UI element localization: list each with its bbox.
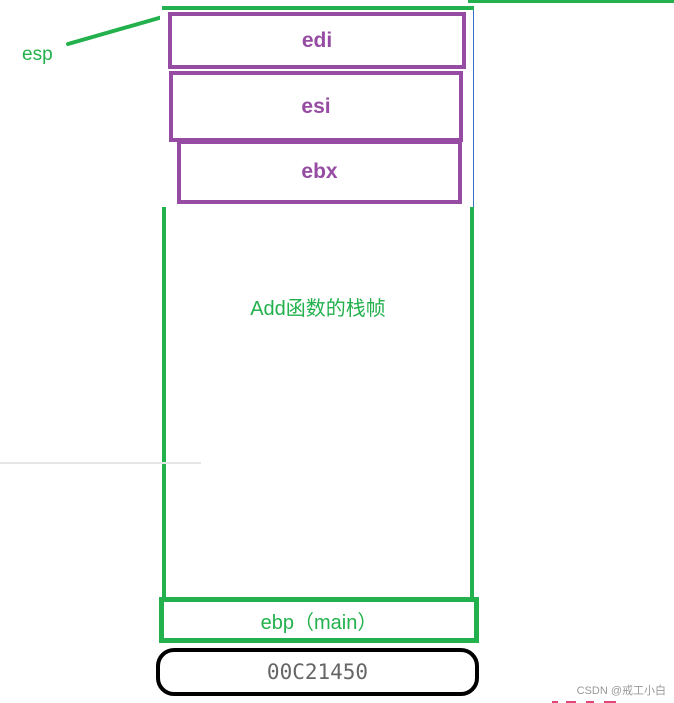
ebp-main-label: ebp（main） (260, 611, 378, 634)
register-ebx-box: ebx (177, 140, 462, 204)
ebp-main-box: ebp（main） (159, 597, 479, 643)
esp-pointer-line (66, 14, 168, 46)
esp-label: esp (22, 44, 53, 65)
register-edi-box: edi (168, 12, 466, 69)
return-value-box: 00C21450 (156, 648, 479, 696)
top-edge-line (468, 0, 674, 3)
frame-gap-left (160, 10, 168, 207)
watermark: CSDN @戒工小白 (576, 685, 666, 697)
frame-caption: Add函数的栈帧 (250, 298, 386, 320)
gray-divider (0, 462, 201, 464)
register-esi-label: esi (301, 94, 331, 118)
register-ebx-label: ebx (301, 160, 338, 183)
register-edi-label: edi (301, 28, 333, 52)
frame-thin-right-edge (473, 10, 474, 207)
partial-red-text-strip (552, 701, 616, 703)
register-esi-box: esi (169, 71, 463, 142)
return-value-text: 00C21450 (266, 660, 369, 684)
frame-gap-right (466, 10, 476, 207)
